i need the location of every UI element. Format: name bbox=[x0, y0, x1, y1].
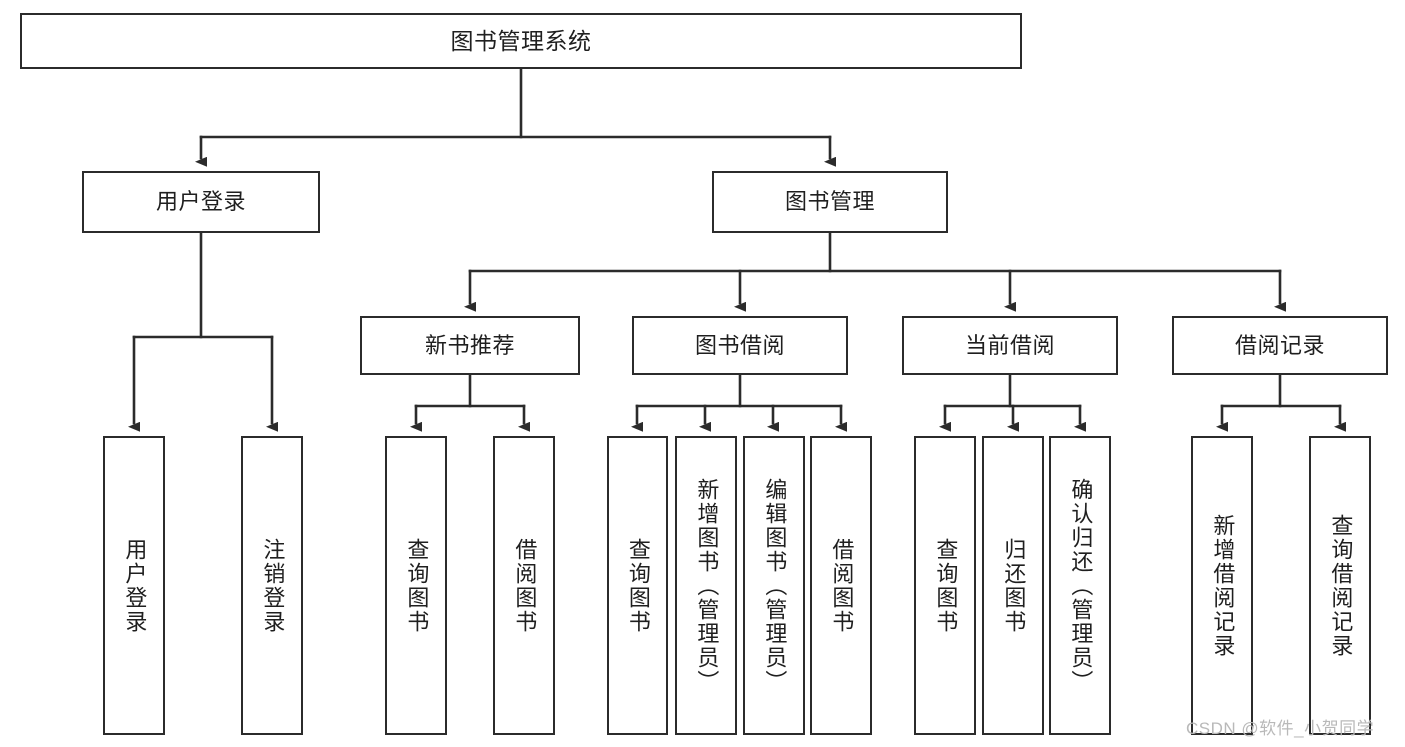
node-leaf-query-record-label: 查询借阅记录 bbox=[1328, 513, 1354, 658]
node-borrow-record-label: 借阅记录 bbox=[1234, 332, 1325, 358]
node-leaf-user-logout[interactable]: 注销登录 bbox=[241, 436, 303, 735]
node-leaf-add-book[interactable]: 新增图书（管理员） bbox=[675, 436, 737, 735]
node-new-book-rec-label: 新书推荐 bbox=[424, 332, 515, 358]
node-book-borrow-label: 图书借阅 bbox=[694, 332, 785, 358]
node-leaf-confirm-return[interactable]: 确认归还（管理员） bbox=[1049, 436, 1111, 735]
node-leaf-borrow-book-2[interactable]: 借阅图书 bbox=[810, 436, 872, 735]
node-new-book-rec[interactable]: 新书推荐 bbox=[360, 316, 580, 375]
node-leaf-add-record[interactable]: 新增借阅记录 bbox=[1191, 436, 1253, 735]
node-leaf-query-book-1[interactable]: 查询图书 bbox=[385, 436, 447, 735]
node-leaf-user-login[interactable]: 用户登录 bbox=[103, 436, 165, 735]
node-leaf-borrow-book-2-label: 借阅图书 bbox=[829, 537, 855, 634]
node-leaf-borrow-book-1-label: 借阅图书 bbox=[512, 537, 538, 634]
node-user-login-label: 用户登录 bbox=[155, 189, 246, 215]
node-leaf-confirm-return-label: 确认归还（管理员） bbox=[1068, 477, 1094, 694]
node-leaf-borrow-book-1[interactable]: 借阅图书 bbox=[493, 436, 555, 735]
node-leaf-user-login-label: 用户登录 bbox=[122, 537, 148, 634]
node-leaf-user-logout-label: 注销登录 bbox=[260, 537, 286, 634]
node-current-borrow[interactable]: 当前借阅 bbox=[902, 316, 1118, 375]
node-current-borrow-label: 当前借阅 bbox=[964, 332, 1055, 358]
node-leaf-query-book-2[interactable]: 查询图书 bbox=[607, 436, 668, 735]
node-leaf-add-record-label: 新增借阅记录 bbox=[1210, 513, 1236, 658]
node-borrow-record[interactable]: 借阅记录 bbox=[1172, 316, 1388, 375]
node-leaf-edit-book-label: 编辑图书（管理员） bbox=[762, 477, 788, 694]
node-root[interactable]: 图书管理系统 bbox=[20, 13, 1022, 69]
node-book-borrow[interactable]: 图书借阅 bbox=[632, 316, 848, 375]
node-leaf-edit-book[interactable]: 编辑图书（管理员） bbox=[743, 436, 805, 735]
node-leaf-add-book-label: 新增图书（管理员） bbox=[694, 477, 720, 694]
node-leaf-query-book-3-label: 查询图书 bbox=[933, 537, 959, 634]
node-book-manage[interactable]: 图书管理 bbox=[712, 171, 948, 233]
node-leaf-return-book-label: 归还图书 bbox=[1001, 537, 1027, 634]
node-book-manage-label: 图书管理 bbox=[784, 189, 875, 215]
node-user-login[interactable]: 用户登录 bbox=[82, 171, 320, 233]
node-leaf-return-book[interactable]: 归还图书 bbox=[982, 436, 1044, 735]
node-root-label: 图书管理系统 bbox=[450, 27, 592, 54]
node-leaf-query-record[interactable]: 查询借阅记录 bbox=[1309, 436, 1371, 735]
node-leaf-query-book-3[interactable]: 查询图书 bbox=[914, 436, 976, 735]
node-leaf-query-book-2-label: 查询图书 bbox=[625, 537, 651, 634]
watermark-text: CSDN @软件_小贺同学 bbox=[1186, 719, 1375, 738]
node-leaf-query-book-1-label: 查询图书 bbox=[404, 537, 430, 634]
